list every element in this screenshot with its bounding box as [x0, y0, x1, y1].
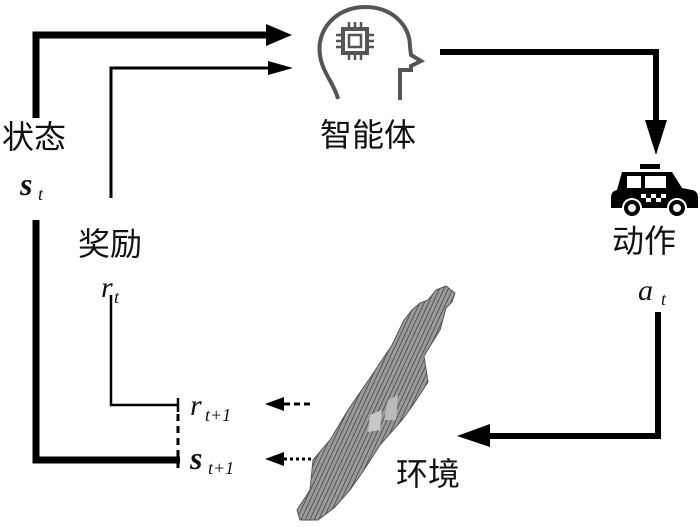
state-symbol: s: [19, 166, 32, 202]
state-label: 状态: [2, 118, 66, 156]
environment-label: 环境: [396, 455, 460, 493]
manhattan-map-icon: [296, 285, 456, 521]
head-chip-icon: [317, 4, 426, 100]
state-arrow: [32, 24, 292, 468]
agent-label: 智能体: [320, 116, 416, 154]
reward-label: 奖励: [78, 225, 142, 263]
next-state-subscript: t+1: [208, 458, 234, 478]
next-state-symbol: s: [189, 440, 202, 476]
action-to-environment-arrow: [457, 312, 661, 447]
taxi-icon: [611, 164, 698, 218]
action-symbol: a: [638, 274, 653, 307]
next-reward-symbol: r: [190, 389, 202, 422]
reward-arrow: [109, 61, 293, 452]
action-subscript: t: [661, 289, 667, 309]
state-subscript: t: [38, 184, 44, 204]
action-label: 动作: [612, 222, 676, 260]
env-to-reward-arrow: [265, 397, 312, 411]
agent-to-action-arrow: [440, 49, 667, 155]
next-reward-subscript: t+1: [205, 405, 231, 425]
reward-subscript: t: [114, 287, 120, 307]
reward-symbol: r: [101, 271, 113, 304]
env-to-state-arrow: [265, 452, 312, 466]
